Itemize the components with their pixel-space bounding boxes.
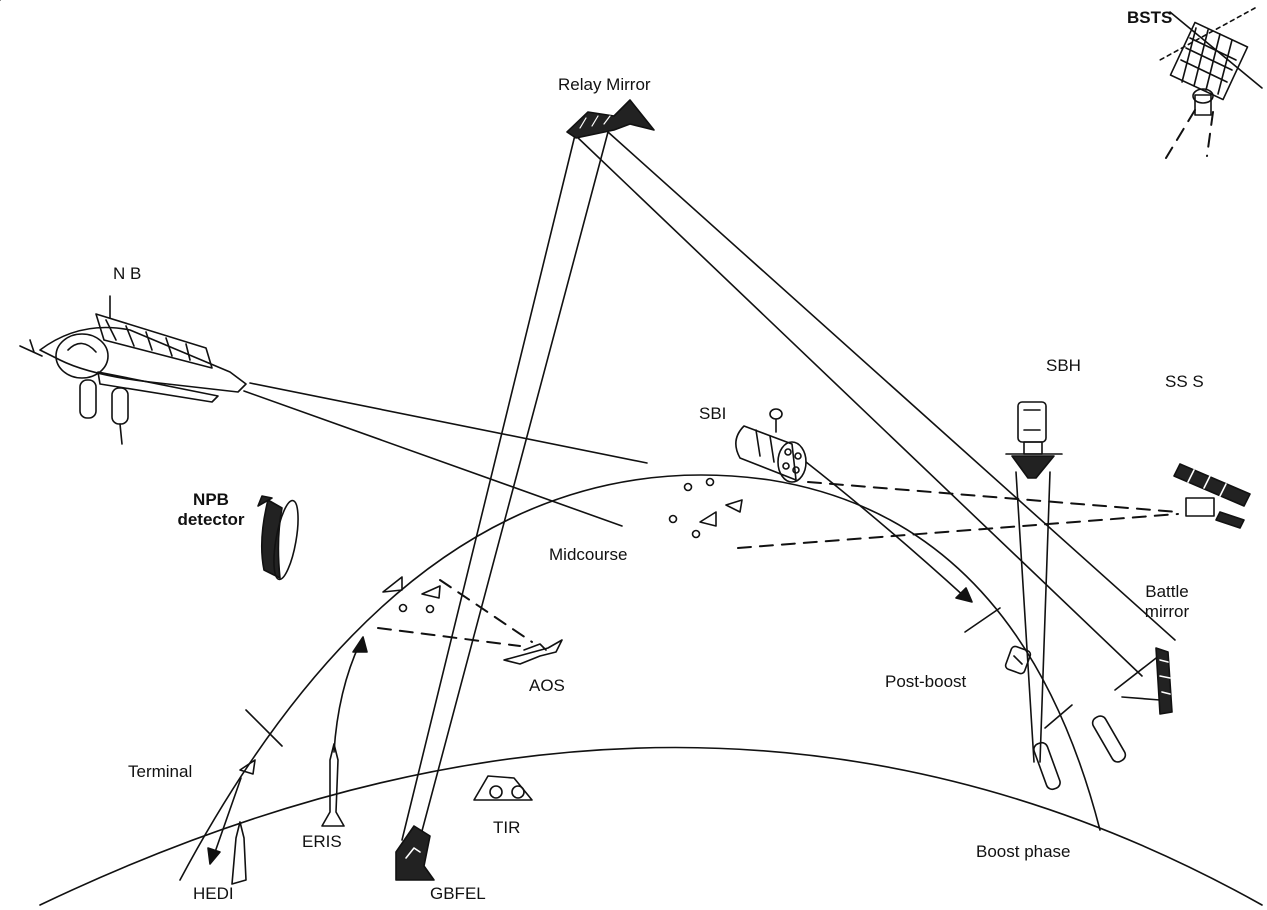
battle-mirror-label-line2: mirror	[1144, 601, 1190, 621]
sbh-beam-2	[1039, 471, 1051, 763]
warhead	[725, 499, 743, 513]
midcourse-label: Midcourse	[549, 545, 628, 564]
bsts-beam-1	[1165, 109, 1196, 159]
eris-interceptor	[321, 743, 345, 827]
terminal-label: Terminal	[128, 762, 193, 781]
npb-platform	[19, 295, 247, 445]
warhead	[421, 585, 441, 599]
npb-detector-label-line2: detector	[177, 509, 245, 529]
warhead	[699, 511, 717, 527]
booster-1	[1033, 741, 1061, 791]
relay-mirror-label: Relay Mirror	[558, 75, 651, 94]
earth-horizon	[39, 746, 1263, 906]
eris-label: ERIS	[302, 832, 342, 851]
sbi-label: SBI	[699, 404, 727, 423]
decoy	[705, 477, 715, 487]
aos-label: AOS	[529, 676, 565, 695]
eris-arrow-head	[352, 636, 368, 653]
bsts-label: BSTS	[1127, 8, 1173, 27]
boost-phase-label: Boost phase	[976, 842, 1071, 861]
warhead	[239, 759, 256, 775]
decoy	[668, 514, 678, 524]
ssts-satellite	[1173, 463, 1251, 529]
npb-detector-label: NPB detector	[168, 490, 254, 529]
sbi-arrow-head	[955, 587, 973, 603]
hedi-arrow-path	[213, 777, 242, 856]
sbi-carrier	[735, 408, 807, 483]
terminal-tick	[245, 709, 283, 747]
sbh-craft	[1005, 401, 1063, 479]
battle-mirror-label: Battle mirror	[1132, 582, 1202, 621]
decoy	[691, 529, 701, 539]
gbfel-facility	[395, 825, 435, 881]
gbfel-beam-up-2	[417, 131, 609, 847]
relay-beam-down-1	[574, 134, 1143, 677]
npb-detector-craft	[257, 495, 299, 581]
ssts-track-1	[807, 481, 1179, 513]
bsts-beam-2	[1206, 111, 1214, 157]
decoy	[398, 603, 408, 613]
hedi-interceptor	[231, 821, 247, 885]
aos-track-2	[377, 627, 521, 647]
npb-beam-2	[243, 390, 623, 527]
boost-tick	[1044, 704, 1073, 729]
missile-trajectory	[179, 474, 1101, 881]
sbi-arrow-path	[805, 461, 967, 599]
nb-label: N B	[113, 264, 142, 283]
post-boost-label: Post-boost	[885, 672, 967, 691]
booster-2	[1091, 715, 1127, 763]
relay-mirror	[566, 99, 655, 139]
gbfel-beam-up-1	[401, 134, 576, 841]
aos-track-1	[439, 579, 533, 643]
sss-label: SS S	[1165, 372, 1204, 391]
decoy	[683, 482, 693, 492]
battle-mirror-beam-2	[1121, 696, 1161, 701]
post-boost-tick	[964, 607, 1001, 633]
hedi-label: HEDI	[193, 884, 234, 903]
post-boost-vehicle	[1004, 645, 1032, 675]
npb-beam-1	[249, 382, 648, 464]
sbh-label: SBH	[1046, 356, 1081, 375]
eris-arrow-path	[333, 642, 361, 753]
relay-beam-down-2	[607, 131, 1176, 641]
sbh-beam-1	[1015, 471, 1035, 763]
hedi-arrow-head	[207, 847, 221, 865]
battle-mirror	[1155, 647, 1173, 715]
bsts-satellite	[1159, 7, 1263, 116]
warhead	[382, 576, 403, 593]
battle-mirror-beam-1	[1114, 654, 1161, 691]
aos-aircraft	[503, 639, 563, 665]
npb-detector-label-line1: NPB	[193, 490, 229, 509]
tir-label: TIR	[493, 818, 521, 837]
ssts-track-2	[737, 513, 1179, 549]
gbfel-label: GBFEL	[430, 884, 486, 903]
battle-mirror-label-line1: Battle	[1145, 582, 1189, 601]
decoy	[425, 604, 435, 614]
tir-radar	[473, 775, 533, 801]
